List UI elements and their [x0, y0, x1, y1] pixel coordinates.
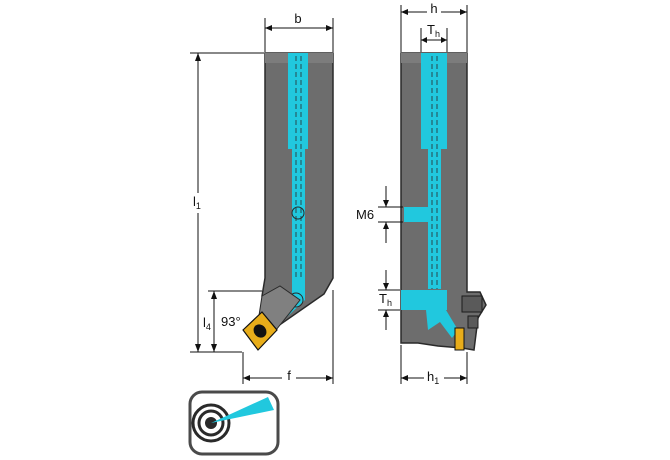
- dimension-h: [400, 3, 468, 52]
- cutting-insert: [242, 311, 278, 351]
- dimension-th-mid: [378, 270, 400, 330]
- dimension-m6: [378, 186, 403, 243]
- dimension-th-mid-label: Th: [379, 291, 392, 308]
- dimension-f-label: f: [287, 368, 291, 383]
- dimension-f: [242, 290, 334, 384]
- front-view: h Th M6 Th: [356, 1, 487, 386]
- dimension-h1-label: h1: [427, 369, 439, 386]
- front-clamp: [454, 295, 483, 351]
- dimension-l4: [208, 290, 262, 352]
- front-coolant-channel: [401, 53, 458, 338]
- dimension-b-label: b: [294, 11, 301, 26]
- dimension-h1: [400, 345, 468, 384]
- dimension-l1: [190, 52, 264, 353]
- angle-label: 93°: [221, 314, 241, 329]
- dimension-th-top: [420, 28, 448, 52]
- dimension-l1-label: l1: [193, 194, 201, 211]
- dimension-b: [264, 18, 334, 52]
- dimension-m6-label: M6: [356, 207, 374, 222]
- side-view: b l1 l4 93° f: [190, 11, 334, 384]
- dimension-h-label: h: [430, 1, 437, 16]
- dimension-th-top-label: Th: [427, 22, 440, 39]
- dimension-l4-label: l4: [203, 315, 211, 332]
- internal-coolant-icon: [188, 390, 280, 456]
